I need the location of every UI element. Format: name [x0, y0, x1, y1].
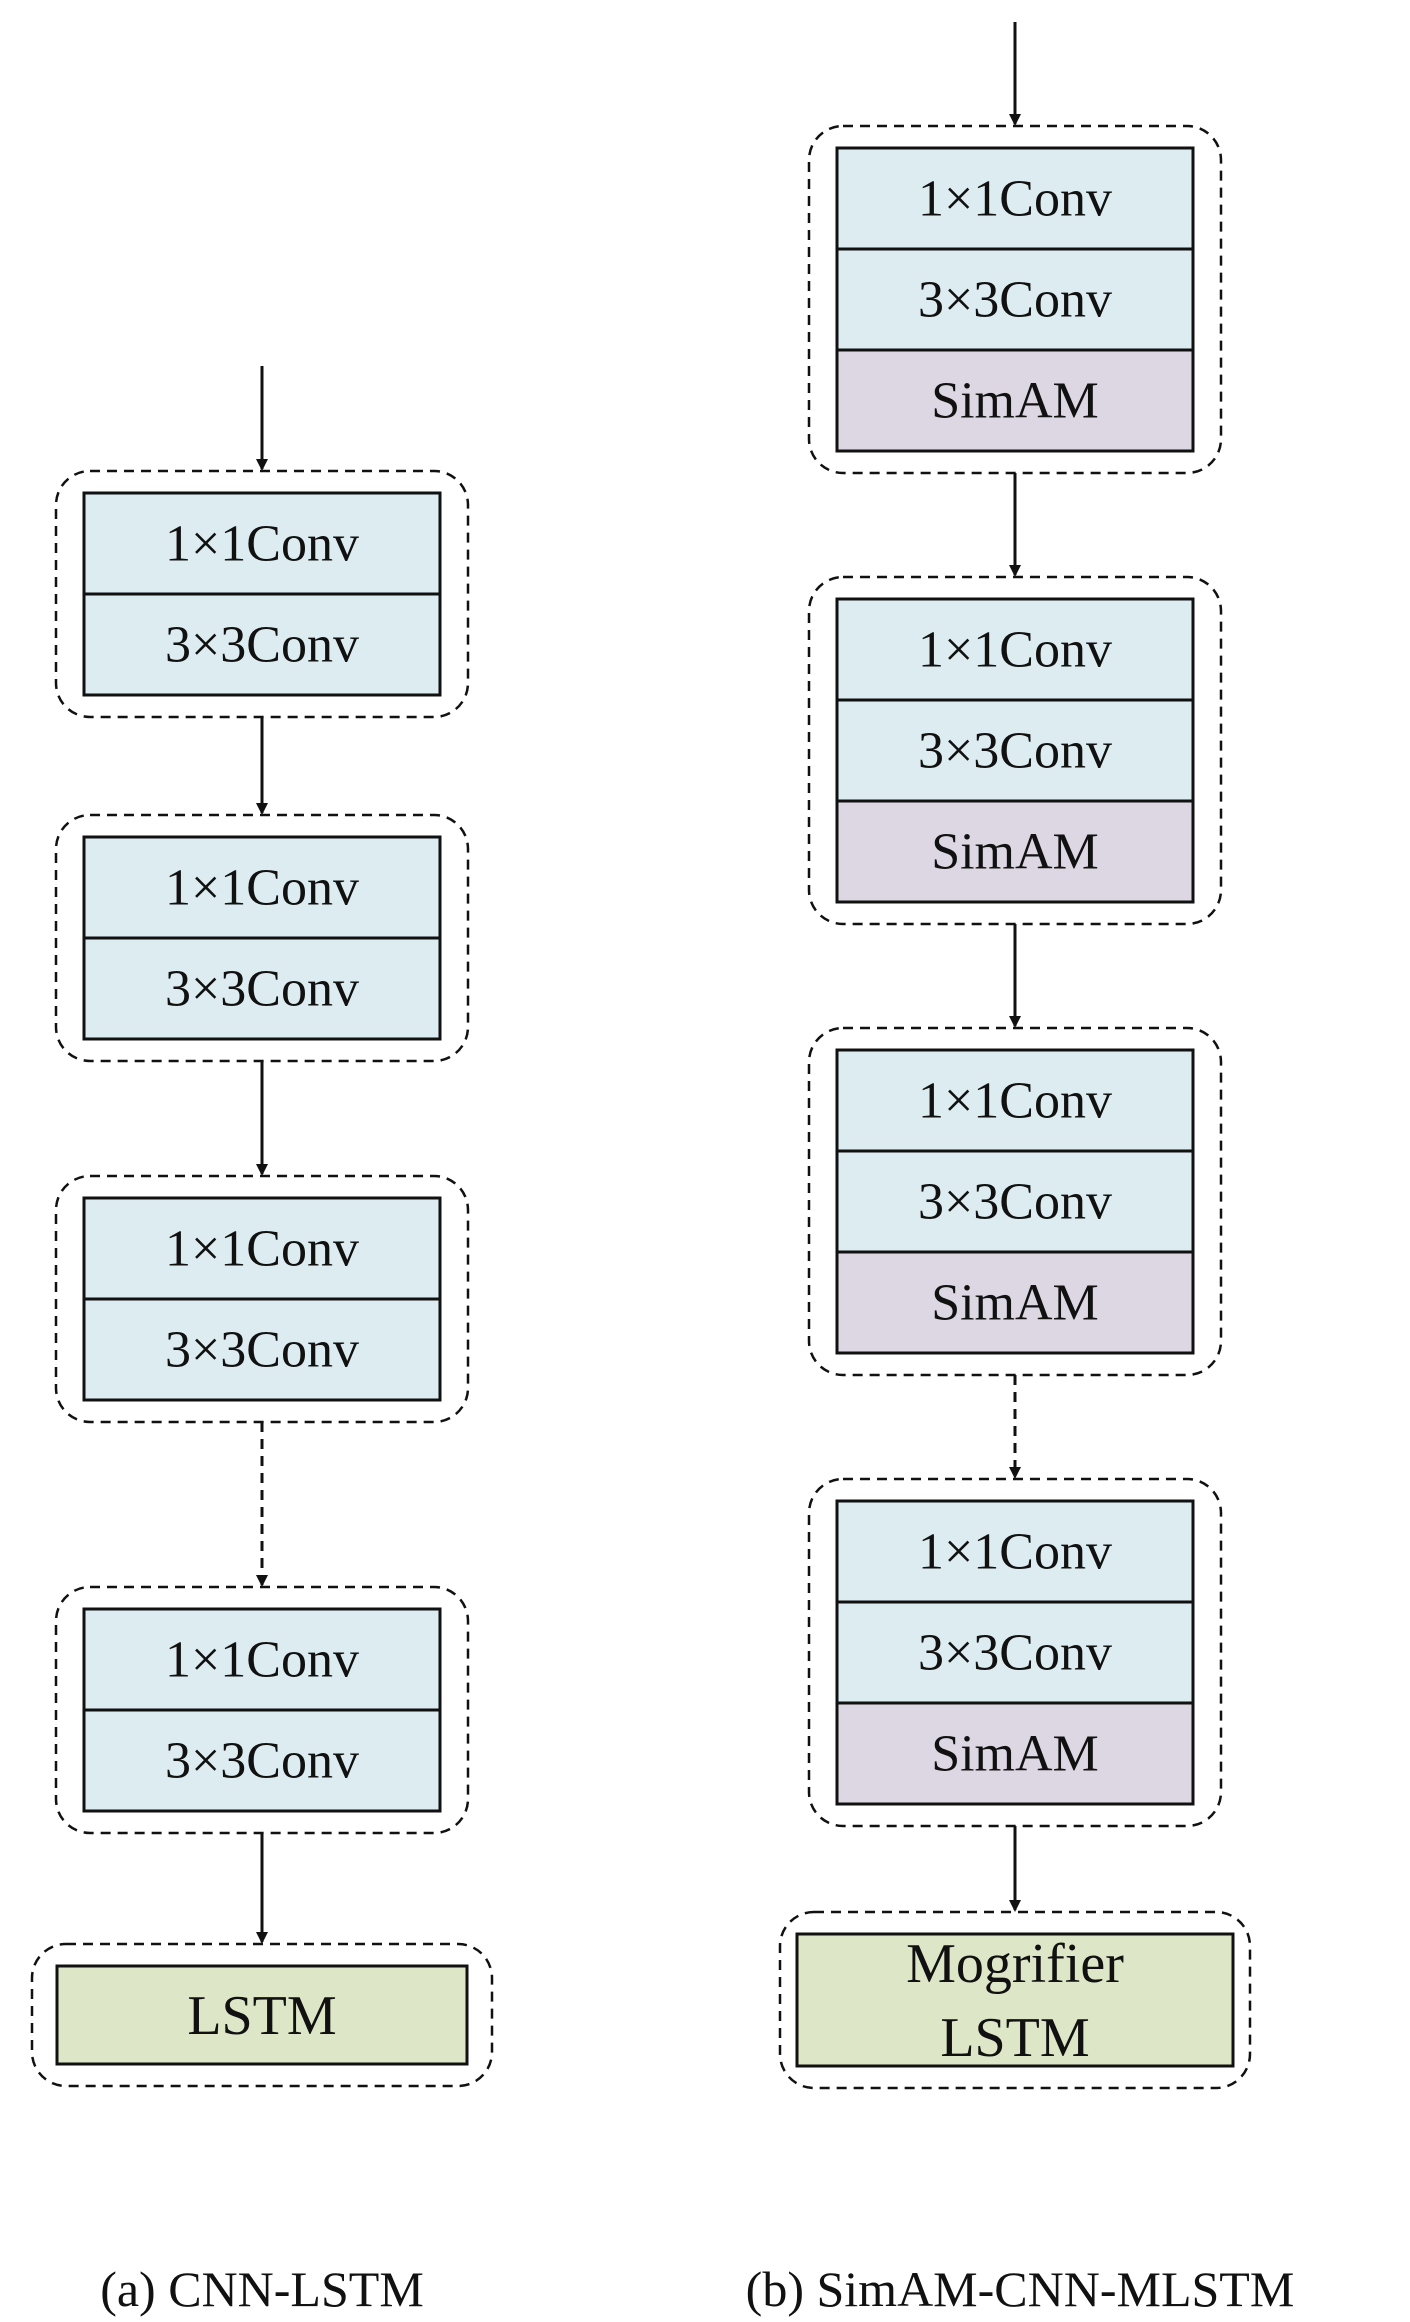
conv1x1-layer-label: 1×1Conv [165, 1221, 359, 1278]
conv3x3-layer-box [835, 247, 1195, 352]
conv3x3-layer-box [835, 1600, 1195, 1705]
output-dashed-frame [778, 1910, 1252, 2090]
b-block-2-simam-layer: SimAM [835, 799, 1195, 904]
a-block-4: 1×1Conv 3×3Conv [54, 1585, 470, 1835]
conv3x3-layer-label: 3×3Conv [918, 723, 1112, 780]
simam-layer-box [835, 1701, 1195, 1806]
lstm-box [795, 1932, 1235, 2068]
conv1x1-layer-label: 1×1Conv [165, 860, 359, 917]
conv3x3-layer-box [82, 936, 442, 1041]
b-block-1-simam-layer: SimAM [835, 348, 1195, 453]
b-block-2-conv3x3-layer: 3×3Conv [835, 698, 1195, 803]
caption-cnn-lstm: (a) CNN-LSTM [100, 2261, 424, 2317]
a-block-4-conv3x3-layer: 3×3Conv [82, 1708, 442, 1813]
lstm-label: LSTM [187, 1985, 336, 2047]
conv1x1-layer-label: 1×1Conv [918, 171, 1112, 228]
conv3x3-layer-label: 3×3Conv [165, 961, 359, 1018]
lstm-box [55, 1964, 469, 2066]
simam-cnn-mlstm-diagram: 1×1Conv3×3ConvSimAM1×1Conv3×3ConvSimAM1×… [778, 22, 1252, 2090]
conv1x1-layer-box [82, 491, 442, 596]
conv3x3-layer-box [82, 592, 442, 697]
a-block-2-conv3x3-layer: 3×3Conv [82, 936, 442, 1041]
conv1x1-layer-box [82, 1607, 442, 1712]
conv3x3-layer-label: 3×3Conv [918, 1174, 1112, 1231]
caption-simam-cnn-mlstm: (b) SimAM-CNN-MLSTM [746, 2261, 1295, 2317]
conv1x1-layer-box [835, 1499, 1195, 1604]
a-output-block: LSTM [30, 1942, 494, 2088]
simam-layer-box [835, 1250, 1195, 1355]
b-block-2-conv1x1-layer: 1×1Conv [835, 597, 1195, 702]
conv3x3-layer-box [835, 1149, 1195, 1254]
conv3x3-layer-box [82, 1708, 442, 1813]
a-block-3: 1×1Conv 3×3Conv [54, 1174, 470, 1424]
b-block-3-conv1x1-layer: 1×1Conv [835, 1048, 1195, 1153]
simam-layer-label: SimAM [931, 373, 1099, 430]
a-block-1-conv1x1-layer: 1×1Conv [82, 491, 442, 596]
b-block-3-conv3x3-layer: 3×3Conv [835, 1149, 1195, 1254]
conv1x1-layer-box [835, 146, 1195, 251]
b-block-4-simam-layer: SimAM [835, 1701, 1195, 1806]
conv1x1-layer-box [82, 1196, 442, 1301]
conv3x3-layer-box [82, 1297, 442, 1402]
conv1x1-layer-label: 1×1Conv [918, 622, 1112, 679]
simam-layer-box [835, 348, 1195, 453]
a-block-2-conv1x1-layer: 1×1Conv [82, 835, 442, 940]
b-block-4-conv1x1-layer: 1×1Conv [835, 1499, 1195, 1604]
conv1x1-layer-box [835, 1048, 1195, 1153]
lstm-label: LSTM [940, 2007, 1089, 2069]
b-block-1-conv3x3-layer: 3×3Conv [835, 247, 1195, 352]
simam-layer-label: SimAM [931, 1275, 1099, 1332]
cnn-lstm-diagram: 1×1Conv 3×3Conv 1×1Conv 3×3Conv 1×1Conv 3×3Co… [30, 366, 494, 2088]
output-dashed-frame [30, 1942, 494, 2088]
b-block-1-conv1x1-layer: 1×1Conv [835, 146, 1195, 251]
simam-layer-box [835, 799, 1195, 904]
b-block-3-simam-layer: SimAM [835, 1250, 1195, 1355]
a-block-2: 1×1Conv 3×3Conv [54, 813, 470, 1063]
conv1x1-layer-label: 1×1Conv [165, 1632, 359, 1689]
conv1x1-layer-label: 1×1Conv [165, 516, 359, 573]
conv1x1-layer-label: 1×1Conv [918, 1524, 1112, 1581]
conv3x3-layer-label: 3×3Conv [165, 617, 359, 674]
conv3x3-layer-label: 3×3Conv [918, 1625, 1112, 1682]
a-block-1-conv3x3-layer: 3×3Conv [82, 592, 442, 697]
simam-layer-label: SimAM [931, 824, 1099, 881]
a-block-3-conv3x3-layer: 3×3Conv [82, 1297, 442, 1402]
conv3x3-layer-label: 3×3Conv [165, 1322, 359, 1379]
a-block-4-conv1x1-layer: 1×1Conv [82, 1607, 442, 1712]
conv3x3-layer-label: 3×3Conv [165, 1733, 359, 1790]
conv1x1-layer-label: 1×1Conv [918, 1073, 1112, 1130]
simam-layer-label: SimAM [931, 1726, 1099, 1783]
conv3x3-layer-label: 3×3Conv [918, 272, 1112, 329]
conv1x1-layer-box [82, 835, 442, 940]
lstm-label: Mogrifier [906, 1933, 1124, 1995]
a-block-1: 1×1Conv 3×3Conv [54, 469, 470, 719]
b-block-4-conv3x3-layer: 3×3Conv [835, 1600, 1195, 1705]
a-block-3-conv1x1-layer: 1×1Conv [82, 1196, 442, 1301]
